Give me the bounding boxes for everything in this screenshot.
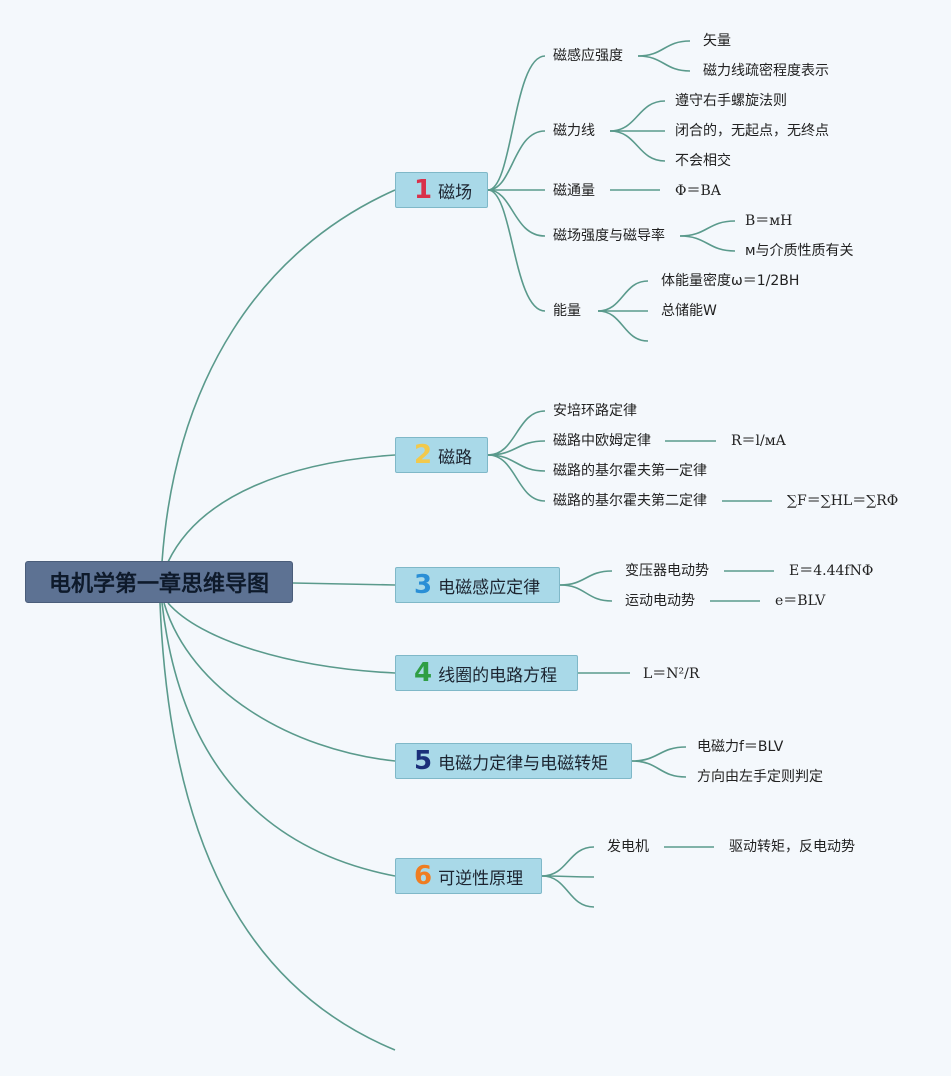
t3-b2-c1[interactable]: e＝BLV (775, 593, 826, 609)
topic-number-5: 5 (414, 746, 433, 776)
t1-b5-child-line-1 (597, 280, 649, 312)
t1-b2-c2[interactable]: 闭合的，无起点，无终点 (675, 123, 829, 139)
t1-b3-c1[interactable]: Φ＝BA (675, 183, 721, 199)
trunk-topic-3 (292, 582, 396, 586)
t1-b5-c2[interactable]: 总储能W (661, 303, 717, 319)
t2-b4-label[interactable]: 磁路的基尔霍夫第二定律 (553, 493, 707, 509)
trunk-topic-4 (167, 602, 396, 674)
t5-b1-label[interactable]: 电磁力f＝BLV (697, 739, 784, 755)
t1-branch-line-5 (487, 189, 546, 312)
t1-b4-c1[interactable]: B＝мH (745, 213, 793, 229)
t2-b1-label[interactable]: 安培环路定律 (553, 403, 637, 419)
t1-b4-child-line-2 (679, 235, 736, 252)
t3-b1-c1[interactable]: E＝4.44fNΦ (789, 563, 874, 579)
topic-number-4: 4 (414, 658, 433, 688)
t6-branch-line-1 (541, 846, 595, 877)
topic-label-6: 可逆性原理 (438, 868, 524, 889)
topic-number-2: 2 (414, 440, 433, 470)
t1-b5-c1[interactable]: 体能量密度ω＝1/2BH (661, 273, 800, 289)
trunk-empty (159, 602, 396, 1051)
t2-b3-label[interactable]: 磁路的基尔霍夫第一定律 (553, 463, 707, 479)
topic-label-1: 磁场 (438, 182, 473, 203)
topic-node-4[interactable]: 4 线圈的电路方程 (395, 655, 578, 691)
t1-b1-c2[interactable]: 磁力线疏密程度表示 (703, 63, 829, 79)
t4-b1-label[interactable]: L＝N²/R (643, 666, 700, 682)
trunk-topic-2 (167, 454, 396, 563)
t1-b5-child-line-3 (597, 310, 649, 342)
t1-b3-label[interactable]: 磁通量 (553, 183, 595, 199)
t1-b2-c1[interactable]: 遵守右手螺旋法则 (675, 93, 787, 109)
t1-branch-line-4 (487, 189, 546, 237)
topic-number-1: 1 (414, 175, 433, 205)
t5-branch-line-2 (631, 760, 687, 778)
t1-branch-line-2 (487, 130, 546, 191)
topic-node-1[interactable]: 1 磁场 (395, 172, 488, 208)
t1-b4-c2[interactable]: м与介质性质有关 (745, 243, 854, 259)
topic-label-3: 电磁感应定律 (438, 577, 541, 598)
t1-b2-child-line-3 (609, 130, 666, 162)
t3-b1-label[interactable]: 变压器电动势 (625, 563, 709, 579)
t3-branch-line-2 (559, 584, 613, 602)
t1-b1-label[interactable]: 磁感应强度 (553, 48, 623, 64)
topic-label-5: 电磁力定律与电磁转矩 (438, 753, 609, 774)
topic-node-2[interactable]: 2 磁路 (395, 437, 488, 473)
t1-b4-child-line-1 (679, 220, 736, 237)
t6-b1-label[interactable]: 发电机 (607, 839, 649, 855)
t3-b2-label[interactable]: 运动电动势 (625, 593, 695, 609)
trunk-topic-1 (161, 189, 396, 563)
t1-b2-c3[interactable]: 不会相交 (675, 153, 731, 169)
t1-branch-line-1 (487, 55, 546, 191)
t6-b1-c1[interactable]: 驱动转矩，反电动势 (729, 839, 855, 855)
t1-b5-label[interactable]: 能量 (553, 303, 581, 319)
t1-b2-child-line-1 (609, 100, 666, 132)
t3-branch-line-1 (559, 570, 613, 586)
root-label: 电机学第一章思维导图 (48, 572, 269, 597)
t2-b2-c1[interactable]: R＝l/мA (731, 433, 786, 449)
topic-node-5[interactable]: 5 电磁力定律与电磁转矩 (395, 743, 632, 779)
topic-number-6: 6 (414, 861, 433, 891)
trunk-topic-5 (163, 602, 396, 762)
topic-node-6[interactable]: 6 可逆性原理 (395, 858, 542, 894)
t1-b1-child-line-2 (637, 55, 691, 72)
topic-label-2: 磁路 (438, 447, 473, 468)
trunk-topic-6 (161, 602, 396, 877)
topic-number-3: 3 (414, 570, 433, 600)
t6-branch-line-3 (541, 875, 595, 908)
topic-label-4: 线圈的电路方程 (438, 665, 558, 686)
t2-b2-label[interactable]: 磁路中欧姆定律 (553, 433, 651, 449)
t1-b2-label[interactable]: 磁力线 (553, 123, 595, 139)
t2-b4-c1[interactable]: ∑F＝∑HL＝∑RΦ (787, 493, 899, 509)
root-node[interactable]: 电机学第一章思维导图 (25, 561, 293, 603)
t1-b4-label[interactable]: 磁场强度与磁导率 (553, 228, 665, 244)
topic-node-3[interactable]: 3 电磁感应定律 (395, 567, 560, 603)
t1-b1-child-line-1 (637, 40, 691, 57)
t1-b1-c1[interactable]: 矢量 (703, 33, 731, 49)
t2-branch-line-1 (487, 410, 546, 456)
t2-branch-line-4 (487, 454, 546, 502)
t5-branch-line-1 (631, 746, 687, 762)
t5-b2-label[interactable]: 方向由左手定则判定 (697, 769, 823, 785)
